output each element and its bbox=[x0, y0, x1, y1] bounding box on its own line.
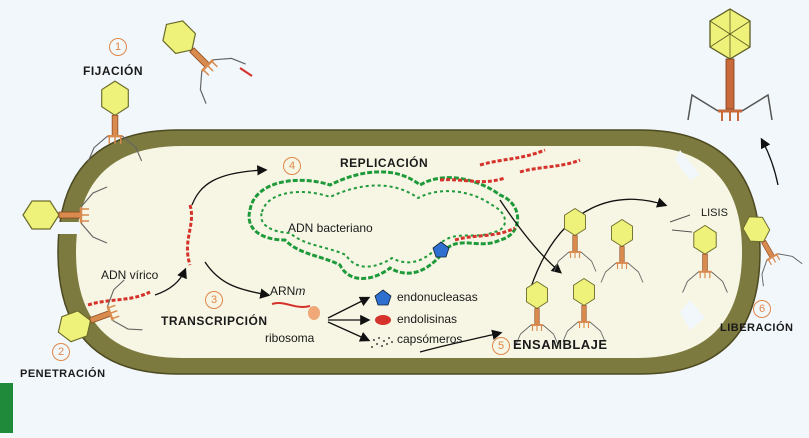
ellipse-icon bbox=[375, 315, 391, 325]
step-label-replicacion: REPLICACIÓN bbox=[340, 156, 428, 170]
step-number-4: 4 bbox=[283, 157, 301, 175]
detached-tail-fragment bbox=[240, 68, 252, 76]
step-label-penetracion: PENETRACIÓN bbox=[20, 368, 106, 380]
step-number-6: 6 bbox=[753, 300, 771, 318]
step-label-transcripcion: TRANSCRIPCIÓN bbox=[161, 314, 268, 328]
label-capsomeros: capsómeros bbox=[397, 332, 462, 346]
step-label-fijacion: FIJACIÓN bbox=[83, 64, 143, 78]
label-ribosoma: ribosoma bbox=[265, 331, 314, 345]
label-adn-bacteriano: ADN bacteriano bbox=[288, 221, 373, 235]
step-number-5: 5 bbox=[492, 337, 510, 355]
bacteriophage-icon-free-large bbox=[688, 9, 772, 121]
label-endonucleasas: endonucleasas bbox=[397, 290, 478, 304]
label-lisis: LISIS bbox=[701, 207, 728, 219]
step-label-liberacion: LIBERACIÓN bbox=[720, 322, 793, 334]
step-number-3: 3 bbox=[205, 291, 223, 309]
ribosome-icon bbox=[308, 306, 320, 320]
bacteriophage-icon-fijacion-1 bbox=[147, 5, 246, 104]
step-number-2: 2 bbox=[52, 343, 70, 361]
step-label-ensamblaje: ENSAMBLAJE bbox=[513, 337, 608, 352]
label-adn-virico: ADN vírico bbox=[101, 268, 158, 282]
step-number-1: 1 bbox=[109, 38, 127, 56]
wall-hole bbox=[56, 222, 80, 234]
label-arnm: ARNm bbox=[270, 284, 305, 298]
label-endolisinas: endolisinas bbox=[397, 312, 457, 326]
corner-green-bar bbox=[0, 383, 13, 433]
